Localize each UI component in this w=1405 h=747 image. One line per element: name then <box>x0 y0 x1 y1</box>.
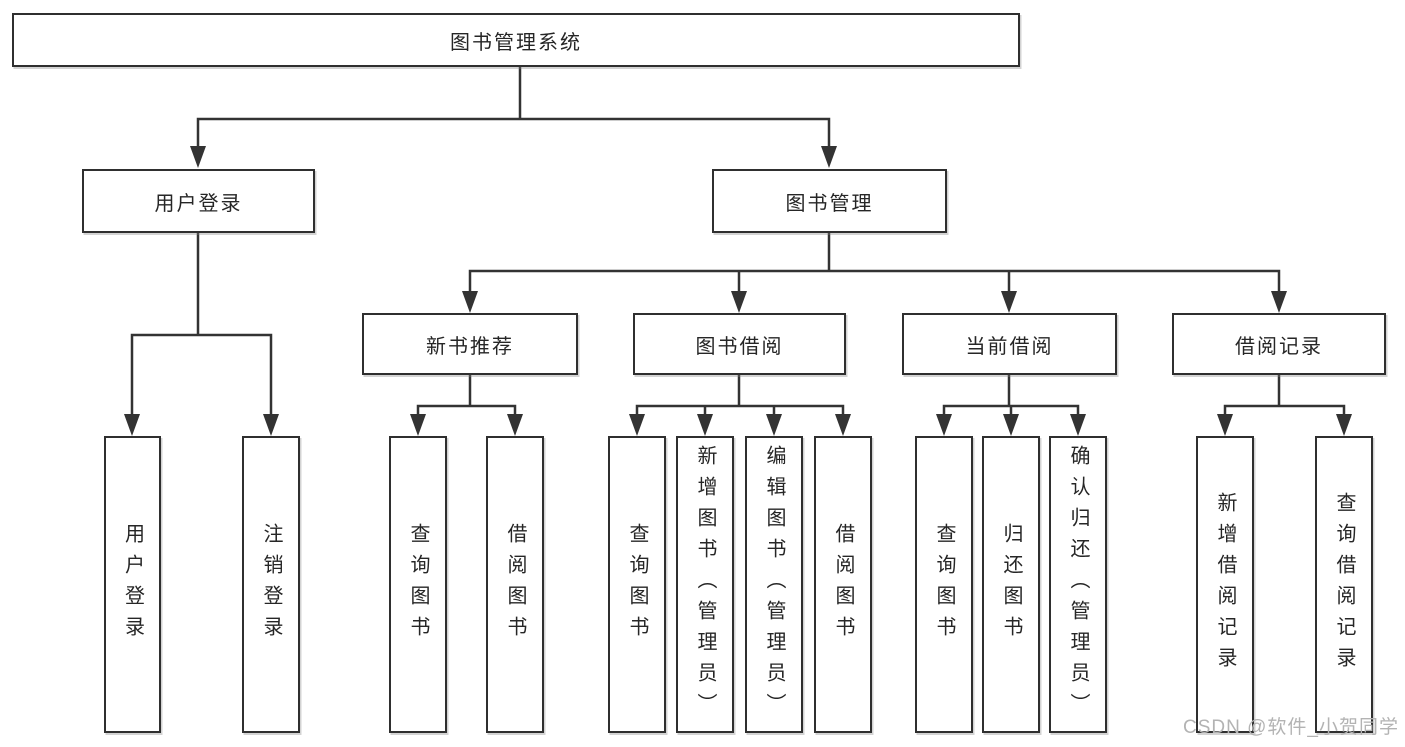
leaf-return-books: 归还图书 <box>982 436 1040 733</box>
leaf-borrow-books: 借阅图书 <box>814 436 872 733</box>
connector-lines <box>130 65 1346 417</box>
node-user-login: 用户登录 <box>82 169 315 233</box>
leaf-edit-books-admin: 编辑图书（管理员） <box>745 436 803 733</box>
node-book-borrow: 图书借阅 <box>633 313 846 375</box>
leaf-user-login: 用户登录 <box>104 436 161 733</box>
node-current-borrow: 当前借阅 <box>902 313 1117 375</box>
node-root: 图书管理系统 <box>12 13 1020 67</box>
leaf-add-borrow-record: 新增借阅记录 <box>1196 436 1254 733</box>
node-borrow-records: 借阅记录 <box>1172 313 1386 375</box>
leaf-logout: 注销登录 <box>242 436 300 733</box>
leaf-query-borrow-record: 查询借阅记录 <box>1315 436 1373 733</box>
leaf-confirm-return-admin: 确认归还（管理员） <box>1049 436 1107 733</box>
leaf-query-books-borrow: 查询图书 <box>608 436 666 733</box>
leaf-query-books-current: 查询图书 <box>915 436 973 733</box>
leaf-add-books-admin: 新增图书（管理员） <box>676 436 734 733</box>
node-book-management: 图书管理 <box>712 169 947 233</box>
watermark: CSDN @软件_小贺同学 <box>1183 717 1399 738</box>
leaf-borrow-books-recommend: 借阅图书 <box>486 436 544 733</box>
node-new-book-recommend: 新书推荐 <box>362 313 578 375</box>
leaf-query-books-recommend: 查询图书 <box>389 436 447 733</box>
connector-arrowheads <box>124 146 1352 436</box>
